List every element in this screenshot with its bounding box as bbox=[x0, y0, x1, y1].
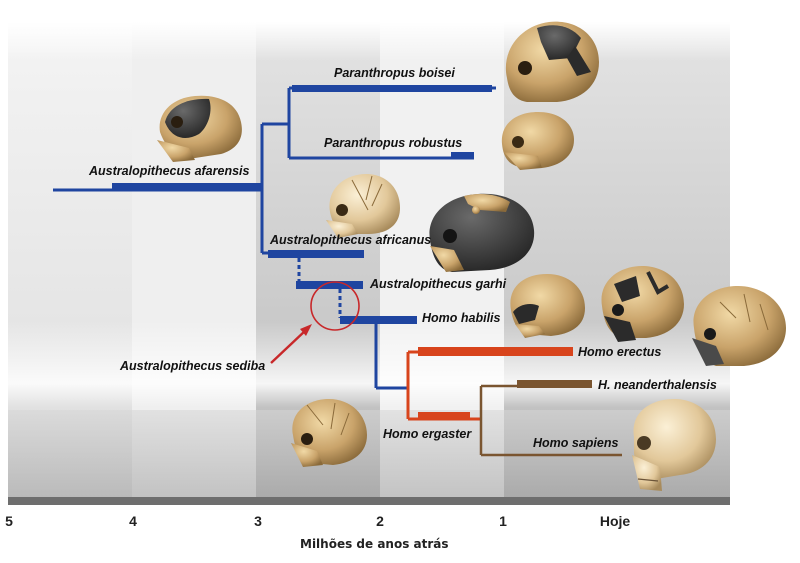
sediba-arrow-line bbox=[270, 329, 307, 364]
axis-tick-4: 4 bbox=[129, 513, 137, 529]
axis-tick-3: 3 bbox=[254, 513, 262, 529]
label-homo-ergaster: Homo ergaster bbox=[383, 427, 472, 441]
robustus-range-bar bbox=[451, 152, 474, 159]
neanderthal-range-bar bbox=[517, 380, 592, 388]
axis-bar bbox=[8, 497, 730, 505]
label-homo-erectus: Homo erectus bbox=[578, 345, 662, 359]
sediba-arrow-head bbox=[300, 324, 312, 336]
label-australopithecus-garhi: Australopithecus garhi bbox=[370, 277, 507, 291]
axis-tick-2: 2 bbox=[376, 513, 384, 529]
habilis-range-bar bbox=[340, 316, 417, 324]
label-h-neanderthalensis: H. neanderthalensis bbox=[598, 378, 717, 392]
erectus-range-bar bbox=[418, 347, 573, 356]
ergaster-range-bar bbox=[418, 412, 470, 420]
garhi-range-bar bbox=[296, 281, 363, 289]
africanus-skull-icon bbox=[326, 174, 400, 238]
axis-title: Milhões de anos atrás bbox=[300, 537, 449, 551]
time-bands bbox=[8, 22, 730, 505]
label-australopithecus-sediba: Australopithecus sediba bbox=[120, 359, 266, 373]
ergaster-skull-icon bbox=[291, 399, 367, 467]
sediba-highlight bbox=[270, 281, 360, 364]
sediba-circle bbox=[310, 281, 360, 331]
label-homo-sapiens: Homo sapiens bbox=[533, 436, 619, 450]
homo-erectus-lineage bbox=[406, 347, 573, 421]
homo-sapiens-lineage bbox=[479, 380, 622, 457]
afarensis-range-bar bbox=[112, 183, 262, 190]
axis-tick-today: Hoje bbox=[599, 513, 631, 529]
erectus-skull-icon-2 bbox=[692, 286, 786, 366]
axis-tick-5: 5 bbox=[5, 513, 13, 529]
band-fade bbox=[8, 22, 730, 504]
label-australopithecus-africanus: Australopithecus africanus bbox=[270, 233, 432, 247]
australopithecus-lineage bbox=[53, 85, 496, 390]
habilis-skull-icon bbox=[510, 274, 585, 338]
axis-tick-1: 1 bbox=[499, 513, 507, 529]
boisei-range-bar bbox=[292, 85, 492, 92]
sapiens-skull-icon bbox=[632, 399, 716, 491]
erectus-skull-icon bbox=[601, 266, 684, 342]
label-paranthropus-robustus: Paranthropus robustus bbox=[324, 136, 463, 150]
label-australopithecus-afarensis: Australopithecus afarensis bbox=[89, 164, 250, 178]
afarensis-skull-icon bbox=[157, 95, 242, 162]
label-paranthropus-boisei: Paranthropus boisei bbox=[334, 66, 455, 80]
garhi-skull-icon bbox=[429, 193, 535, 272]
boisei-skull-icon bbox=[505, 21, 599, 103]
label-homo-habilis: Homo habilis bbox=[422, 311, 501, 325]
africanus-range-bar bbox=[268, 250, 364, 258]
robustus-skull-icon bbox=[501, 112, 574, 170]
